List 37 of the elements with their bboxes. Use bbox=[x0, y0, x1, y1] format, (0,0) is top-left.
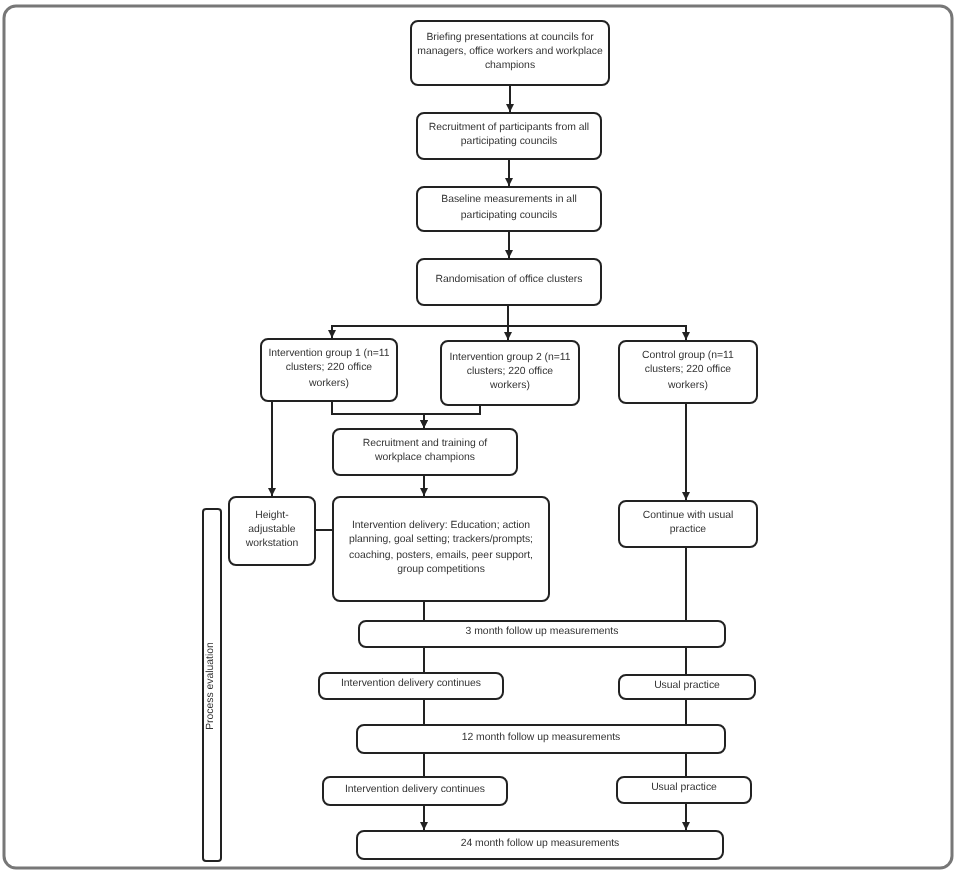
process-box bbox=[416, 112, 602, 160]
connector-line bbox=[685, 699, 687, 725]
process-box bbox=[260, 338, 398, 402]
process-box bbox=[332, 428, 518, 476]
process-box bbox=[356, 830, 724, 860]
process-box bbox=[410, 20, 610, 86]
process-box bbox=[332, 496, 550, 602]
arrow bbox=[268, 401, 276, 497]
process-box bbox=[618, 340, 758, 404]
arrow bbox=[505, 231, 513, 259]
connector-line bbox=[423, 647, 425, 673]
process-box bbox=[358, 620, 726, 648]
bracket-box bbox=[202, 508, 222, 862]
process-box bbox=[618, 674, 756, 700]
process-box bbox=[440, 340, 580, 406]
connector-line bbox=[423, 699, 425, 725]
process-box bbox=[228, 496, 316, 566]
process-box bbox=[618, 500, 758, 548]
connector-line bbox=[423, 601, 425, 621]
connector-line bbox=[685, 753, 687, 777]
process-box bbox=[356, 724, 726, 754]
arrow bbox=[682, 403, 690, 501]
connector-line bbox=[423, 753, 425, 777]
connector-line bbox=[685, 547, 687, 621]
connector-line bbox=[315, 529, 333, 531]
process-box bbox=[322, 776, 508, 806]
process-box bbox=[416, 186, 602, 232]
process-box bbox=[616, 776, 752, 804]
arrow bbox=[505, 159, 513, 187]
arrow bbox=[420, 805, 428, 831]
process-box bbox=[416, 258, 602, 306]
arrow bbox=[682, 803, 690, 831]
process-box bbox=[318, 672, 504, 700]
arrow bbox=[506, 85, 514, 113]
arrow bbox=[420, 405, 481, 429]
arrow bbox=[420, 475, 428, 497]
connector-line bbox=[685, 647, 687, 675]
